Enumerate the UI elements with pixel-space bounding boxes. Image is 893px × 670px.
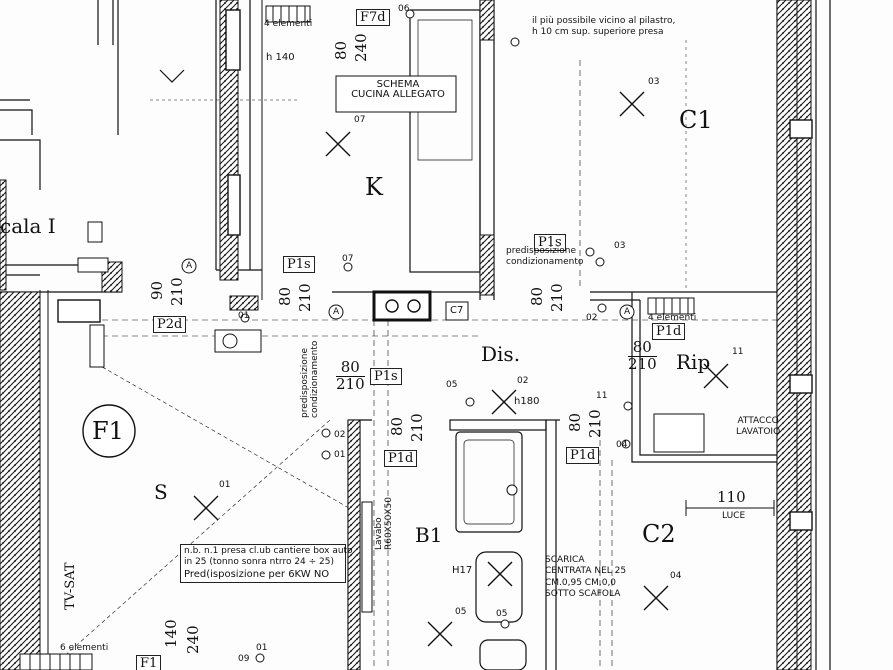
dimension-door: 240 bbox=[352, 33, 370, 62]
point-number: 11 bbox=[596, 391, 608, 401]
point-number: 01 bbox=[256, 643, 268, 653]
point-number: 05 bbox=[496, 609, 508, 619]
point-number: 02 bbox=[517, 376, 529, 386]
room-label-dis: Dis. bbox=[481, 342, 521, 366]
tag-p1d: P1d bbox=[566, 447, 600, 464]
tag-h17: H17 bbox=[452, 565, 473, 576]
point-number: 01 bbox=[238, 311, 250, 321]
label-tv-sat: TV-SAT bbox=[63, 562, 78, 610]
point-number: 01 bbox=[334, 450, 346, 460]
point-number: 04 bbox=[616, 440, 628, 450]
room-label-s: S bbox=[154, 480, 168, 504]
dimension-door: 210 bbox=[548, 283, 566, 312]
point-number: 06 bbox=[398, 4, 410, 14]
marker-a: A bbox=[624, 307, 631, 317]
marker-a: A bbox=[333, 307, 340, 317]
room-label-b1: B1 bbox=[415, 523, 443, 547]
label-height: h 140 bbox=[266, 52, 295, 63]
point-number: 01 bbox=[219, 480, 231, 490]
dimension-door: 210 bbox=[296, 283, 314, 312]
point-number: 03 bbox=[614, 241, 626, 251]
tag-c7: C7 bbox=[450, 305, 464, 316]
point-number: 03 bbox=[648, 77, 660, 87]
dimension-door: 90 bbox=[148, 280, 166, 300]
dimension-door: 210 bbox=[408, 413, 426, 442]
point-number: 07 bbox=[342, 254, 354, 264]
dimension-door: 80 bbox=[566, 412, 584, 432]
point-number: 05 bbox=[455, 607, 467, 617]
dimension-door: 140 bbox=[162, 619, 180, 648]
dimension-door: 80 bbox=[332, 40, 350, 60]
point-number: 11 bbox=[732, 347, 744, 357]
tag-p1s: P1s bbox=[534, 234, 566, 251]
tag-p1s: P1s bbox=[283, 256, 315, 273]
room-label-k: K bbox=[365, 173, 383, 201]
point-number: 02 bbox=[586, 313, 598, 323]
dimension-door: 80 bbox=[388, 416, 406, 436]
point-number: 07 bbox=[354, 115, 366, 125]
label-height: h180 bbox=[514, 396, 540, 407]
dimension-door: 210 bbox=[168, 277, 186, 306]
point-number: 05 bbox=[446, 380, 458, 390]
label-luce: LUCE bbox=[722, 511, 746, 521]
tag-p2d: P2d bbox=[153, 316, 187, 333]
note-pillar: il più possibile vicino al pilastro,h 10… bbox=[532, 16, 676, 38]
tag-p1d: P1d bbox=[384, 450, 418, 467]
dimension-110: 110 bbox=[717, 488, 746, 506]
tag-p1d: P1d bbox=[652, 323, 686, 340]
dimension-door: 80 bbox=[276, 286, 294, 306]
marker-a: A bbox=[186, 261, 193, 271]
label-elementi: 6 elementi bbox=[60, 643, 109, 653]
room-label-c1: C1 bbox=[679, 106, 713, 134]
room-label-rip: Rip bbox=[676, 350, 711, 374]
tag-p1s: P1s bbox=[370, 368, 402, 385]
tag-f1: F1 bbox=[136, 655, 162, 670]
point-number: 09 bbox=[238, 654, 250, 664]
room-label-scala: cala I bbox=[0, 214, 56, 238]
point-number: 02 bbox=[334, 430, 346, 440]
point-number: 04 bbox=[670, 571, 682, 581]
tag-f7d: F7d bbox=[356, 9, 390, 26]
dimension-door: 240 bbox=[184, 625, 202, 654]
room-label-c2: C2 bbox=[642, 520, 676, 548]
room-label-f1: F1 bbox=[92, 417, 124, 445]
label-elementi: 4 elementi bbox=[648, 313, 697, 323]
dimension-door: 80 bbox=[528, 286, 546, 306]
label-elementi: 4 elementi bbox=[264, 19, 313, 29]
dimension-door: 210 bbox=[586, 409, 604, 438]
